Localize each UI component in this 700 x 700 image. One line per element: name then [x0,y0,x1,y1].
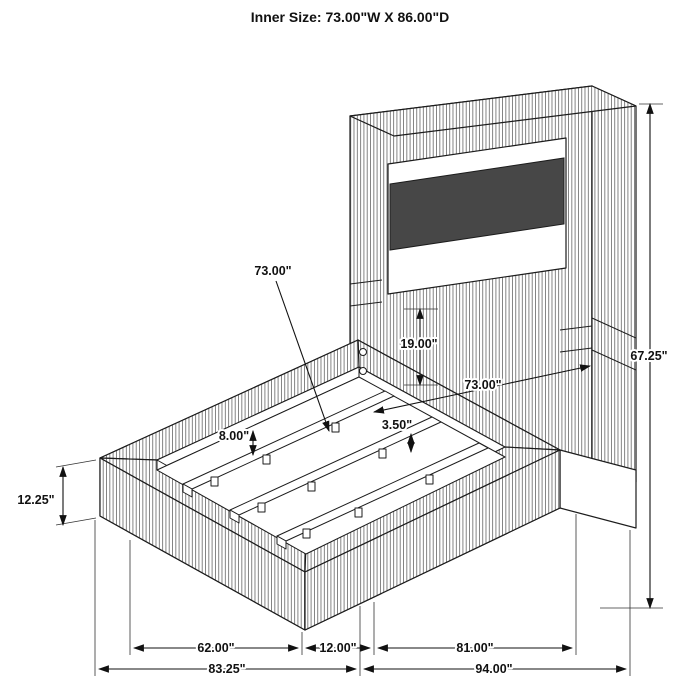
headboard-top-face [349,85,637,137]
dim-inner-width-label: 73.00" [464,378,501,392]
dim-inner-width-line [372,364,592,414]
dim-panel-height-label: 19.00" [400,337,437,351]
dim-width-callout-leader [275,280,330,433]
slat-rail-leg [354,507,363,518]
bottom-extension-lines-row1 [129,514,577,655]
slat-rail-leg [331,422,340,433]
headboard-side-face [591,85,637,483]
dim-94-label: 94.00" [475,662,512,676]
dim-8325-label: 83.25" [208,662,245,676]
bolt-hole [359,348,367,356]
dim-12-label: 12.00" [319,641,356,655]
slat-rail-leg [257,502,266,513]
dim-62-label: 62.00" [197,641,234,655]
slat-rail-leg [425,474,434,485]
dim-slat-width-label: 3.50" [382,418,412,432]
dim-slat-gap-label: 8.00" [219,429,249,443]
dim-width-callout-label: 73.00" [254,264,291,278]
bottom-extension-lines-row2 [94,520,631,676]
dim-rail-height-ext [55,459,97,526]
right-rail-outer-face [304,449,561,631]
dim-rail-height-label: 12.25" [17,493,54,507]
dim-81-label: 81.00" [456,641,493,655]
slat-rail-leg [302,528,311,539]
headboard-channel-block-left [349,279,383,307]
slat-rail-leg [210,476,219,487]
slat-rail-3-end [276,535,287,550]
slat-rail-2-end [229,509,240,524]
slat-rail-leg [262,454,271,465]
slat-rail-1-end [182,483,193,498]
dim-overall-height-label: 67.25" [630,349,667,363]
headboard-channel-block-right [559,317,637,371]
slat-rail-leg [378,448,387,459]
diagram-title: Inner Size: 73.00"W X 86.00"D [251,9,449,25]
headboard-light-strip [389,157,565,251]
slat-rail-leg [307,481,316,492]
bolt-hole [359,367,367,375]
